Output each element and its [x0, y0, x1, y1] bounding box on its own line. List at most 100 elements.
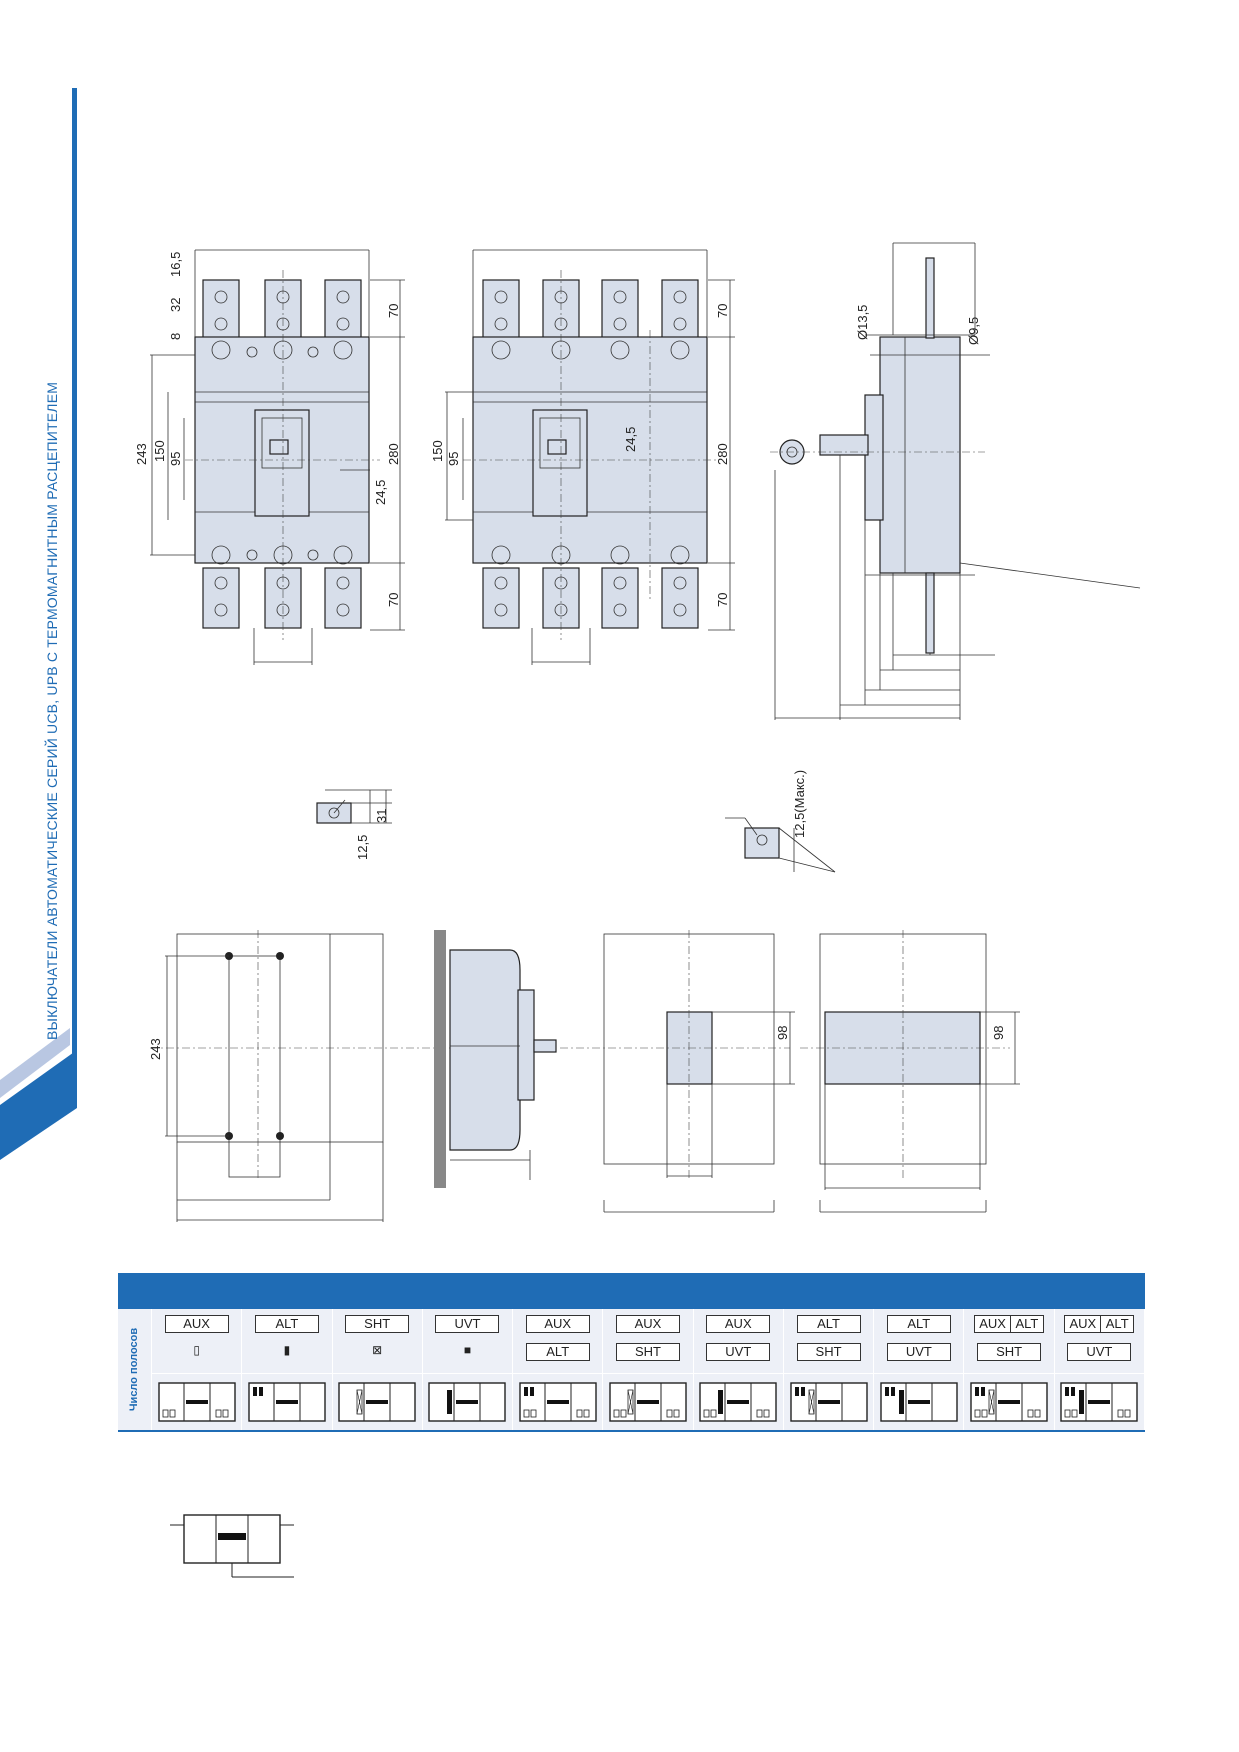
aux-uvt-wiring-icon	[699, 1382, 777, 1422]
accessory-code: ALT	[886, 1315, 951, 1333]
accessory-code-cell: AUX SHT	[603, 1309, 694, 1373]
accessory-code-cell: AUX UVT	[694, 1309, 784, 1373]
accessory-code-cell: SHT ⊠	[333, 1309, 423, 1373]
accessory-symbol: ⊠	[372, 1343, 383, 1357]
dim-16-5: 16,5	[168, 252, 183, 277]
dim-150: 150	[152, 440, 167, 462]
alt-sht-wiring-icon	[789, 1382, 868, 1422]
accessory-code: SHT	[345, 1315, 410, 1333]
accessory-code: SHT	[977, 1343, 1042, 1361]
dim-diam-13-5: Ø13,5	[855, 305, 870, 340]
accessory-table-header	[118, 1273, 1145, 1309]
wiring-icon-cell	[152, 1373, 243, 1430]
accessory-code: ALT	[525, 1343, 590, 1361]
dim-8: 8	[168, 333, 183, 340]
accessory-code: ALT	[796, 1315, 861, 1333]
aux-sht-wiring-icon	[609, 1382, 687, 1422]
side-decoration	[0, 88, 77, 1160]
poles-label: Число полосов	[128, 1327, 140, 1412]
dim-31: 31	[374, 809, 389, 823]
dim-32: 32	[168, 298, 183, 312]
accessory-code-cell: AUX ALT	[513, 1309, 604, 1373]
accessory-code-cell: AUX ▯	[152, 1309, 243, 1373]
panel-cutout-c: 98	[560, 930, 795, 1213]
wiring-icon-cell	[964, 1373, 1055, 1430]
dim-70-bottom-4p: 70	[715, 593, 730, 607]
wiring-icon-cell	[332, 1373, 423, 1430]
dim-95: 95	[168, 452, 183, 466]
terminal-detail-a: 12,5 31	[316, 789, 392, 860]
dim-243: 243	[134, 443, 149, 465]
terminal-detail-b: 12,5(Макс.)	[725, 770, 836, 873]
panel-mount-side	[434, 930, 557, 1188]
dim-70-top: 70	[386, 304, 401, 318]
aux-wiring-icon	[157, 1382, 236, 1422]
accessory-code: SHT	[796, 1343, 861, 1361]
dim-95-4p: 95	[446, 452, 461, 466]
side-view: Ø13,5 Ø9,5	[770, 242, 1141, 720]
wiring-icon-cell	[1054, 1373, 1145, 1430]
wiring-legend-symbol	[170, 1514, 294, 1578]
dim-12-5-max: 12,5(Макс.)	[792, 770, 807, 838]
accessory-code: UVT	[1067, 1343, 1132, 1361]
dim-98-d: 98	[991, 1026, 1006, 1040]
dim-150-4p: 150	[430, 440, 445, 462]
accessory-code: ALT	[254, 1315, 319, 1333]
accessory-code: ALT	[1010, 1315, 1044, 1333]
aux-alt-sht-wiring-icon	[970, 1382, 1048, 1422]
dim-12-5: 12,5	[355, 835, 370, 860]
aux-alt-uvt-wiring-icon	[1060, 1382, 1139, 1422]
aux-alt-wiring-icon	[519, 1382, 597, 1422]
accessory-code-cell: ALT ▮	[242, 1309, 333, 1373]
accessory-code: AUX	[1064, 1315, 1102, 1333]
accessory-code: AUX	[974, 1315, 1011, 1333]
uvt-wiring-icon	[428, 1382, 507, 1422]
accessory-code: AUX	[615, 1315, 680, 1333]
accessory-code: AUX	[706, 1315, 771, 1333]
dim-70-bottom: 70	[386, 593, 401, 607]
accessory-code: UVT	[435, 1315, 500, 1333]
accessory-symbol: ■	[463, 1343, 472, 1357]
wiring-icon-cell	[874, 1373, 965, 1430]
wiring-icon-cell	[693, 1373, 784, 1430]
accessory-code: UVT	[706, 1343, 771, 1361]
accessory-code: AUX	[164, 1315, 229, 1333]
poles-label-cell: Число полосов	[118, 1309, 152, 1430]
dim-diam-9-5: Ø9,5	[966, 317, 981, 345]
sht-wiring-icon	[338, 1382, 416, 1422]
dim-243-cutout: 243	[148, 1038, 163, 1060]
dim-280-4p: 280	[715, 443, 730, 465]
accessory-code: ALT	[1101, 1315, 1135, 1333]
accessory-symbol: ▯	[193, 1343, 200, 1357]
wiring-icon-cell	[603, 1373, 694, 1430]
accessory-code: SHT	[615, 1343, 680, 1361]
wiring-icon-cell	[422, 1373, 514, 1430]
dim-98-c: 98	[775, 1026, 790, 1040]
accessory-code: UVT	[886, 1343, 951, 1361]
accessory-code-cell: ALT UVT	[874, 1309, 965, 1373]
technical-drawings: 16,5 32 8 243 150 95 70 280 70 24,5	[134, 242, 1141, 1222]
accessory-symbol: ▮	[283, 1343, 291, 1357]
dim-70-top-4p: 70	[715, 304, 730, 318]
wiring-icon-cell	[783, 1373, 875, 1430]
dim-24-5-4p: 24,5	[623, 427, 638, 452]
alt-uvt-wiring-icon	[880, 1382, 958, 1422]
panel-cutout-a: 243	[148, 930, 500, 1222]
wiring-icon-cell	[513, 1373, 604, 1430]
front-view-3-pole: 16,5 32 8 243 150 95 70 280 70 24,5	[134, 249, 405, 665]
accessory-code-cell: ALT SHT	[784, 1309, 875, 1373]
panel-cutout-d: 98	[800, 930, 1020, 1213]
dim-280: 280	[386, 443, 401, 465]
alt-wiring-icon	[248, 1382, 326, 1422]
accessory-code: AUX	[525, 1315, 590, 1333]
accessory-code-cell: UVT ■	[423, 1309, 514, 1373]
wiring-icon-cell	[242, 1373, 333, 1430]
dim-24-5: 24,5	[373, 480, 388, 505]
